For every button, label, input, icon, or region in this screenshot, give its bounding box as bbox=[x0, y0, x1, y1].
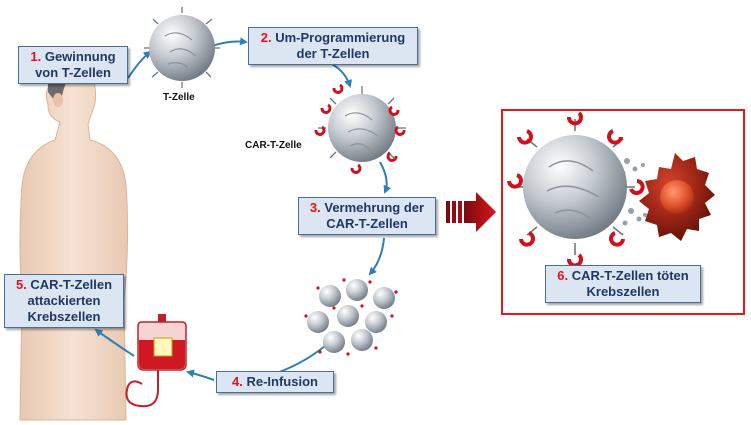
step-1-line-1: Gewinnung bbox=[41, 49, 116, 64]
step-5-line-1: CAR-T-Zellen bbox=[26, 277, 113, 292]
step-3-box: 3. Vermehrung der CAR-T-Zellen bbox=[298, 197, 436, 235]
car-t-attack-illustration bbox=[507, 111, 715, 268]
step-2-line-1: Um-Programmierung bbox=[271, 30, 406, 45]
step-5-box: 5. CAR-T-Zellen attackierten Krebszellen bbox=[4, 274, 124, 328]
step-6-line-1: CAR-T-Zellen töten bbox=[568, 268, 689, 283]
arrow-4-to-iv-bag bbox=[186, 369, 215, 381]
t-cell-label: T-Zelle bbox=[163, 92, 195, 103]
step-6-box: 6. CAR-T-Zellen töten Krebszellen bbox=[545, 265, 701, 303]
cancer-cell-icon bbox=[639, 153, 715, 241]
arrow-t-cell-to-2 bbox=[211, 37, 248, 47]
step-1-line-2: von T-Zellen bbox=[35, 65, 111, 80]
step-3-line-1: Vermehrung der bbox=[320, 200, 425, 215]
arrow-iv-to-5 bbox=[94, 328, 135, 357]
arrow-2-to-car-t bbox=[327, 61, 353, 88]
human-figure-icon bbox=[19, 56, 129, 421]
step-5-line-3: Krebszellen bbox=[27, 309, 101, 324]
panel-car-t-kills-cancer: 6. CAR-T-Zellen töten Krebszellen bbox=[501, 109, 745, 315]
step-2-box: 2. Um-Programmierung der T-Zellen bbox=[248, 27, 418, 65]
arrow-3-to-cluster bbox=[368, 237, 385, 276]
car-t-cell-label: CAR-T-Zelle bbox=[245, 140, 302, 151]
step-5-number: 5. bbox=[15, 277, 27, 292]
step-1-number: 1. bbox=[30, 49, 42, 64]
step-4-box: 4. Re-Infusion bbox=[216, 371, 334, 393]
t-cell-icon bbox=[144, 7, 220, 88]
car-t-cell-icon bbox=[314, 83, 406, 174]
arrow-1-to-t-cell bbox=[127, 50, 152, 79]
arrow-car-t-to-3 bbox=[379, 161, 391, 194]
step-6-line-2: Krebszellen bbox=[586, 284, 660, 299]
iv-bag-icon bbox=[125, 314, 187, 408]
big-arrow-icon bbox=[446, 192, 496, 232]
step-6-number: 6. bbox=[557, 268, 569, 283]
step-3-line-2: CAR-T-Zellen bbox=[326, 216, 408, 231]
cell-cluster-icon bbox=[304, 278, 398, 356]
step-5-line-2: attackierten bbox=[27, 293, 101, 308]
step-4-line-1: Re-Infusion bbox=[242, 374, 318, 389]
large-car-t-cell-icon bbox=[507, 111, 645, 268]
step-1-box: 1. Gewinnung von T-Zellen bbox=[18, 46, 128, 84]
step-2-number: 2. bbox=[260, 30, 272, 45]
step-2-line-2: der T-Zellen bbox=[296, 46, 370, 61]
step-3-number: 3. bbox=[309, 200, 321, 215]
step-4-number: 4. bbox=[232, 374, 243, 389]
